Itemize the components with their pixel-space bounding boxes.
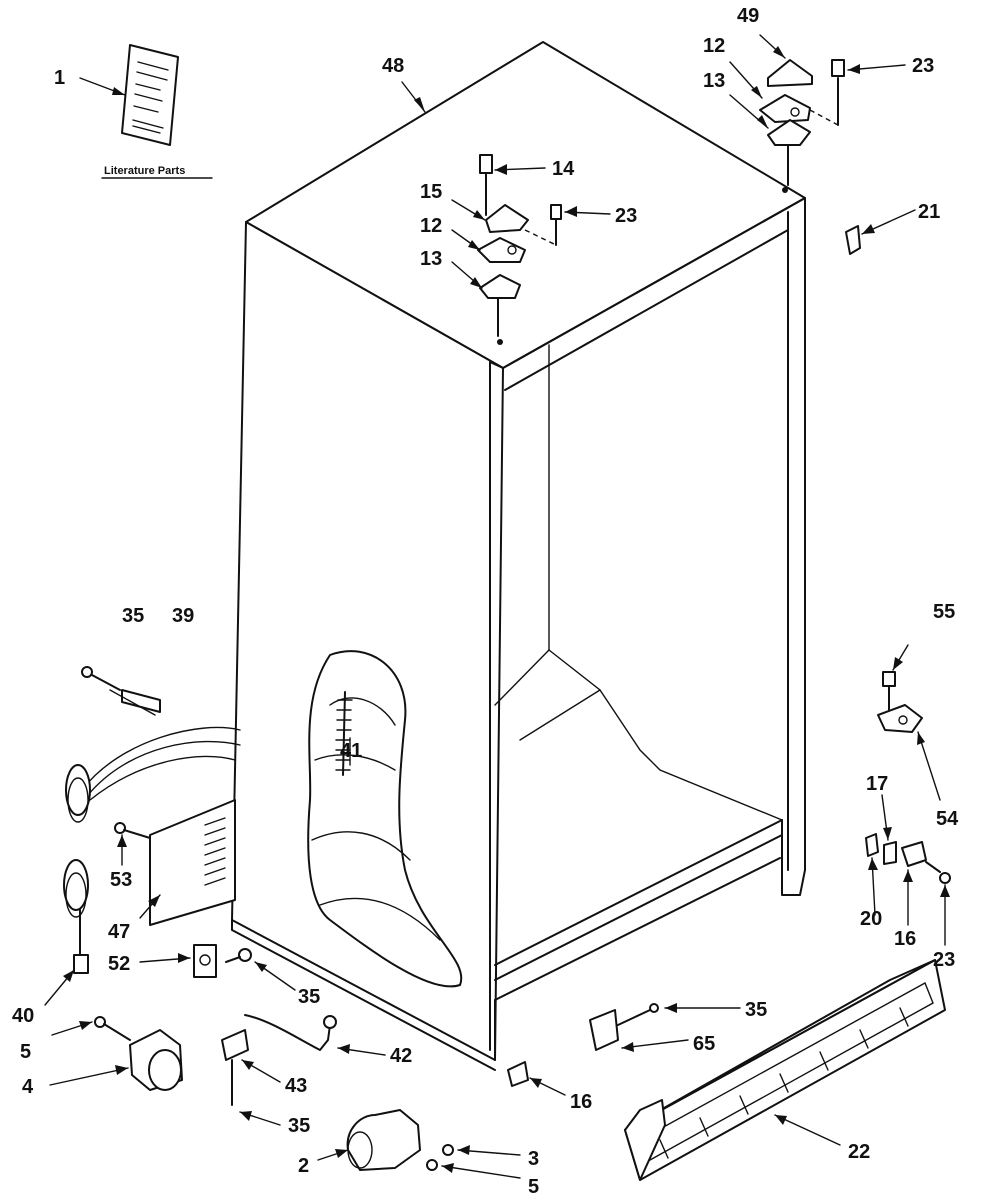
part-22-grille (624, 959, 946, 1181)
part-21-clip (845, 225, 861, 255)
callout-13-top-right: 13 (703, 70, 725, 92)
callout-20: 20 (860, 908, 882, 930)
callout-3: 3 (528, 1148, 539, 1170)
callout-43: 43 (285, 1075, 307, 1097)
callout-14: 14 (552, 158, 575, 180)
callout-40: 40 (12, 1005, 34, 1027)
left-electrical-parts (63, 726, 252, 978)
callout-23-center: 23 (615, 205, 637, 227)
callout-35-bracket: 35 (122, 605, 144, 627)
callout-54: 54 (936, 808, 959, 830)
callout-4: 4 (22, 1076, 34, 1098)
callout-49: 49 (737, 5, 759, 27)
cabinet-cutaway (307, 650, 463, 988)
callout-35-bottom: 35 (288, 1115, 310, 1137)
callout-22: 22 (848, 1141, 870, 1163)
literature-caption: Literature Parts (104, 165, 185, 177)
callout-47: 47 (108, 921, 130, 943)
top-center-hinge-parts (477, 154, 562, 345)
callout-35-right: 35 (745, 999, 767, 1021)
callout-35-mid: 35 (298, 986, 320, 1008)
callout-23-right: 23 (933, 949, 955, 971)
right-side-parts (865, 671, 951, 884)
part-41-spring (335, 691, 353, 776)
callout-13-center: 13 (420, 248, 442, 270)
callout-41: 41 (340, 740, 362, 762)
callout-65: 65 (693, 1033, 715, 1055)
callout-42: 42 (390, 1045, 412, 1067)
callout-1: 1 (54, 67, 65, 89)
callout-23-top-right: 23 (912, 55, 934, 77)
callout-16-right: 16 (894, 928, 916, 950)
callout-labels: 1 48 49 12 13 23 14 15 12 13 23 21 35 39… (12, 5, 959, 1198)
callout-16-bottom: 16 (570, 1091, 592, 1113)
leader-lines (44, 34, 950, 1179)
callout-53: 53 (110, 869, 132, 891)
callout-52: 52 (108, 953, 130, 975)
callout-2: 2 (298, 1155, 309, 1177)
callout-21: 21 (918, 201, 940, 223)
top-right-hinge-parts (759, 59, 845, 193)
literature-booklet (121, 44, 179, 146)
callout-17: 17 (866, 773, 888, 795)
callout-5-bottom: 5 (528, 1176, 539, 1198)
bottom-parts (94, 1003, 659, 1171)
callout-12-center: 12 (420, 215, 442, 237)
callout-48: 48 (382, 55, 404, 77)
part-39-bracket (81, 666, 161, 716)
callout-12-top-right: 12 (703, 35, 725, 57)
callout-5-left: 5 (20, 1041, 31, 1063)
callout-39: 39 (172, 605, 194, 627)
cabinet-body (231, 41, 806, 1071)
callout-15: 15 (420, 181, 442, 203)
callout-55: 55 (933, 601, 955, 623)
